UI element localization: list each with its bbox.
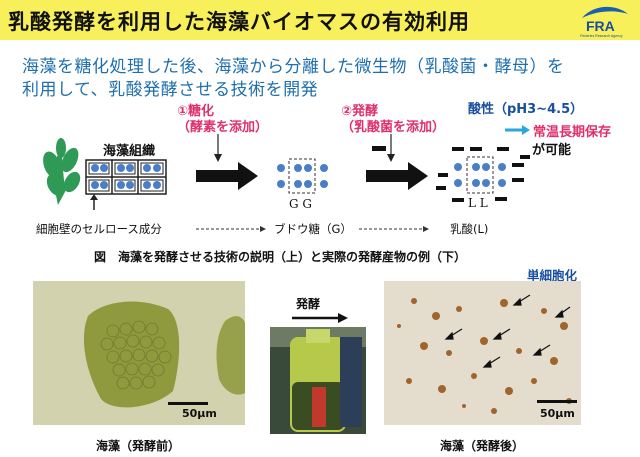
page-title: 乳酸発酵を利用した海藻バイオマスの有効利用 [8,10,470,34]
step1-title: ①糖化 [177,104,215,119]
arrow-saccharification [196,162,258,190]
cellulose-label: 細胞壁のセルロース成分 [36,222,162,236]
figure-caption: 図 海藻を発酵させる技術の説明（上）と実際の発酵産物の例（下） [94,250,467,264]
storage-label: 常温長期保存 [533,125,612,140]
scale-bar-label-left: 50μm [182,407,217,420]
glucose-molecules [277,158,328,194]
photo-fermentation-bottle [270,327,366,434]
step1-subtitle: （酵素を添加） [177,120,269,135]
title-bar [0,0,640,40]
seaweed-icon [43,138,81,205]
cell-grid [85,159,167,195]
scale-bar-label-right: 50μm [540,407,575,420]
lactic-acid-label: 乳酸(L) [450,222,489,236]
intro-line-2: 利用して、乳酸発酵させる技術を開発 [22,80,319,100]
glucose-letters: G G [289,197,312,211]
lactic-acid-molecules [454,156,506,194]
lactic-letters: L L [468,196,488,210]
caption-before: 海藻（発酵前） [96,439,181,453]
acidity-label: 酸性（pH3~4.5） [468,102,584,117]
step2-subtitle: （乳酸菌を添加） [341,120,446,135]
photo-after-fermentation [384,281,581,425]
storage-suffix: が可能 [532,143,572,158]
intro-line-1: 海藻を糖化処理した後、海藻から分離した微生物（乳酸菌・酵母）を [22,57,565,77]
step2-title: ②発酵 [341,104,379,119]
photo-before-fermentation [33,281,245,425]
fra-logo: FRA Fisheries Research Agency [580,6,628,38]
arrow-fermentation [366,162,428,190]
unicellular-label: 単細胞化 [527,268,578,283]
logo-subtext: Fisheries Research Agency [580,34,623,38]
glucose-label: ブドウ糖（G） [274,222,352,236]
ferment-label: 発酵 [296,297,321,311]
caption-after: 海藻（発酵後） [440,439,525,453]
seaweed-tissue-label: 海藻組織 [103,144,156,159]
lactic-bacteria [436,147,530,202]
logo-text: FRA [586,18,615,34]
